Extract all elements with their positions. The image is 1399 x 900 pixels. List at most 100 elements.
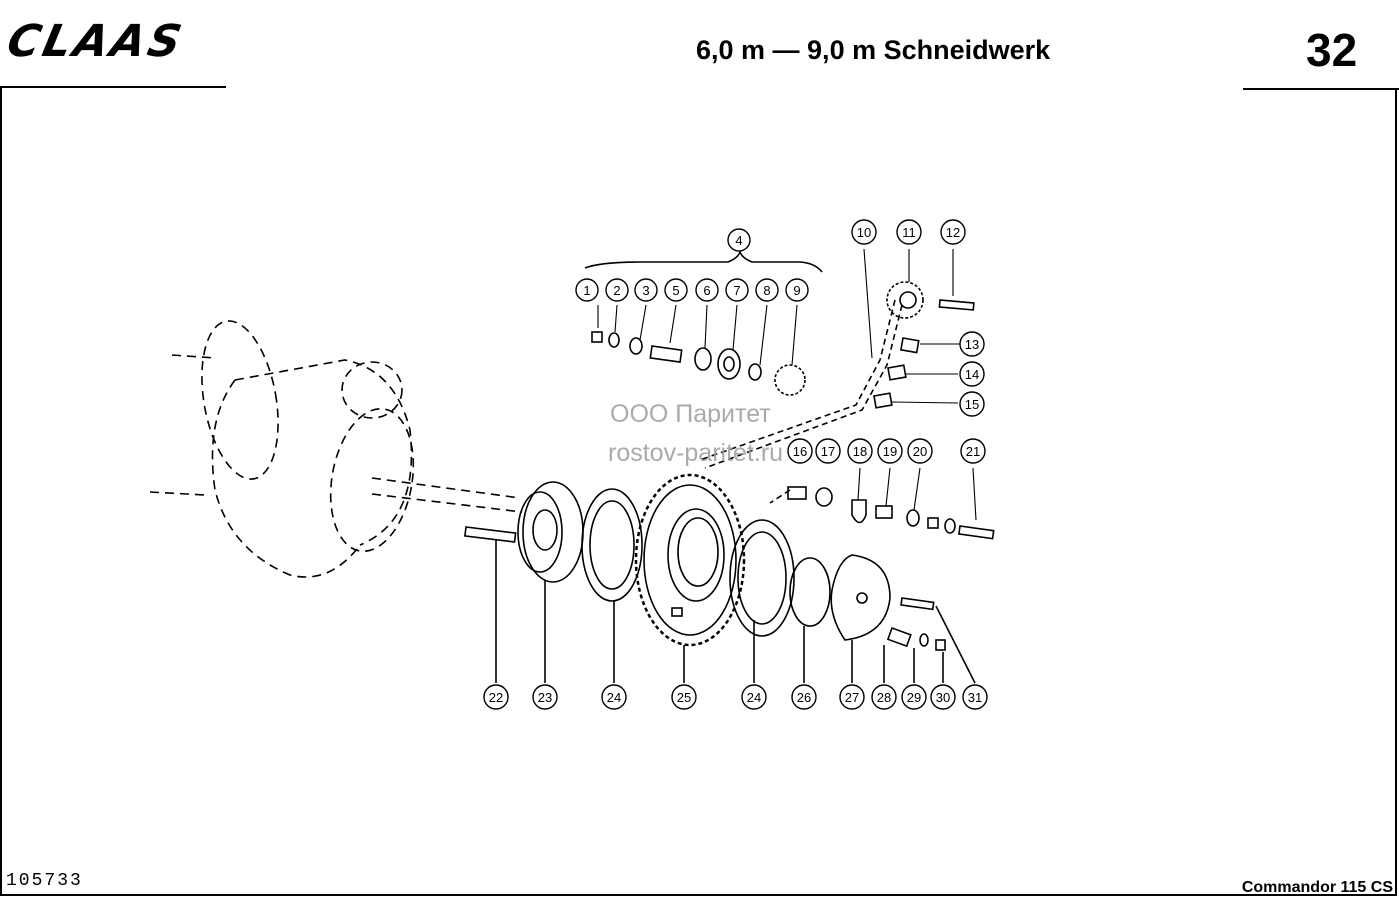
watermark-company: ООО Паритет	[610, 400, 771, 428]
part-pin-5	[649, 345, 683, 363]
header-rule-left	[0, 86, 226, 88]
svg-text:13: 13	[965, 337, 979, 352]
part-spring-28	[883, 626, 912, 683]
drawing-number: 105733	[6, 871, 83, 891]
svg-text:3: 3	[642, 283, 649, 298]
svg-text:25: 25	[677, 690, 691, 705]
part-ring-8	[748, 363, 762, 381]
svg-text:31: 31	[968, 690, 982, 705]
part-sprocket-25	[634, 473, 746, 683]
svg-text:6: 6	[703, 283, 710, 298]
callout-29: 29	[901, 684, 927, 710]
svg-text:24: 24	[607, 690, 621, 705]
watermark-url: rostov-paritet.ru	[608, 439, 784, 467]
callout-24a: 24	[601, 684, 627, 710]
callout-13: 13	[959, 331, 985, 357]
callout-19: 19	[877, 438, 903, 464]
callout-23: 23	[532, 684, 558, 710]
model-name: Commandor 115 CS	[1241, 879, 1393, 896]
callout-24b: 24	[741, 684, 767, 710]
part-washer-6	[694, 347, 712, 371]
callout-22: 22	[483, 684, 509, 710]
svg-text:12: 12	[946, 225, 960, 240]
svg-text:1: 1	[583, 283, 590, 298]
part-hub-23	[517, 481, 584, 683]
leader-lines	[597, 248, 977, 521]
callout-14: 14	[959, 361, 985, 387]
callout-11: 11	[896, 219, 922, 245]
part-18	[851, 499, 867, 524]
svg-text:16: 16	[793, 444, 807, 459]
callout-25: 25	[671, 684, 697, 710]
part-20	[906, 509, 920, 527]
callout-4: 4	[727, 228, 751, 252]
svg-text:14: 14	[965, 367, 979, 382]
svg-text:26: 26	[797, 690, 811, 705]
part-nut-30	[935, 639, 946, 683]
svg-text:23: 23	[538, 690, 552, 705]
callout-18: 18	[847, 438, 873, 464]
part-13	[899, 337, 920, 354]
callout-16: 16	[787, 438, 813, 464]
part-ring-26	[789, 557, 831, 683]
part-15	[873, 392, 893, 409]
callout-30: 30	[930, 684, 956, 710]
svg-text:5: 5	[672, 283, 679, 298]
callout-1: 1	[575, 278, 599, 302]
part-19	[875, 505, 893, 519]
svg-text:28: 28	[877, 690, 891, 705]
callout-7: 7	[725, 278, 749, 302]
part-14	[887, 364, 907, 381]
drawing-frame	[0, 88, 1397, 896]
callout-15: 15	[959, 391, 985, 417]
callout-10: 10	[851, 219, 877, 245]
part-washer-3	[629, 337, 643, 355]
callout-27: 27	[839, 684, 865, 710]
part-friction-disc-24b	[729, 519, 795, 683]
callout-17: 17	[815, 438, 841, 464]
svg-text:10: 10	[857, 225, 871, 240]
callout-28: 28	[871, 684, 897, 710]
part-bearing-7	[717, 348, 741, 380]
callout-20: 20	[907, 438, 933, 464]
svg-text:7: 7	[733, 283, 740, 298]
svg-text:21: 21	[966, 444, 980, 459]
part-friction-disc-24a	[581, 488, 643, 683]
part-sprocket-11	[886, 281, 924, 319]
callout-group: 1 2 3 4 5 6 7 8 9 10 11 12 13 14 15 16 1…	[483, 219, 988, 710]
part-16	[787, 486, 807, 500]
group-4-bracket	[584, 249, 823, 273]
part-cam-plate-27	[830, 554, 891, 683]
svg-text:20: 20	[913, 444, 927, 459]
svg-text:2: 2	[613, 283, 620, 298]
svg-text:15: 15	[965, 397, 979, 412]
svg-text:8: 8	[763, 283, 770, 298]
callout-26: 26	[791, 684, 817, 710]
svg-text:9: 9	[793, 283, 800, 298]
callout-31: 31	[962, 684, 988, 710]
svg-text:22: 22	[489, 690, 503, 705]
part-bolt-22	[464, 526, 517, 683]
callout-8: 8	[755, 278, 779, 302]
part-21	[927, 517, 995, 540]
callout-9: 9	[785, 278, 809, 302]
svg-text:27: 27	[845, 690, 859, 705]
header-rule-right	[1243, 88, 1399, 90]
part-bolt-31	[900, 597, 976, 684]
part-pin-12	[938, 299, 975, 311]
svg-text:30: 30	[936, 690, 950, 705]
callout-21: 21	[960, 438, 986, 464]
callout-5: 5	[664, 278, 688, 302]
callout-12: 12	[940, 219, 966, 245]
svg-text:18: 18	[853, 444, 867, 459]
callout-6: 6	[695, 278, 719, 302]
svg-text:4: 4	[735, 233, 742, 248]
svg-text:24: 24	[747, 690, 761, 705]
part-nut-1	[591, 331, 603, 343]
svg-text:19: 19	[883, 444, 897, 459]
part-sprocket-9	[774, 364, 806, 396]
part-17	[815, 487, 833, 507]
gearbox-housing-outline	[149, 320, 523, 578]
page-title: 6,0 m — 9,0 m Schneidwerk	[696, 35, 1051, 65]
